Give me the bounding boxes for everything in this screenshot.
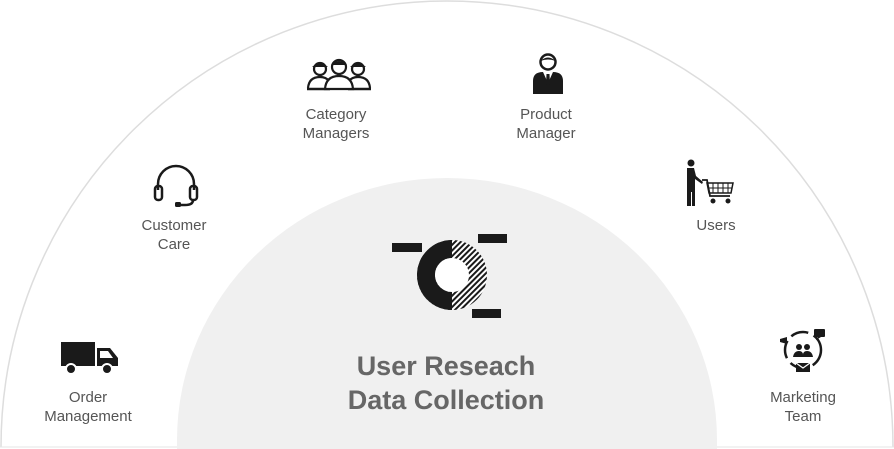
stakeholder-label-line1: Customer [141, 217, 207, 234]
stakeholder-label-line2: Management [44, 408, 132, 425]
truck-icon [61, 342, 118, 375]
center-title: User Reseach Data Collection [296, 349, 596, 417]
headset-icon [153, 164, 199, 207]
stakeholder-label-line1: Marketing [770, 389, 836, 406]
stakeholder-label-line1: Category [305, 106, 367, 123]
stakeholder-label-line1: Order [68, 389, 108, 406]
stakeholder-label-line2: Care [157, 236, 191, 253]
stakeholder-order-management: Order Management [28, 388, 148, 426]
stakeholder-customer-care: Customer Care [114, 216, 234, 254]
stakeholder-product-manager: Product Manager [486, 105, 606, 143]
stakeholder-label-line2: Team [784, 408, 822, 425]
team-network-icon [780, 329, 825, 372]
inner-semicircle [177, 178, 717, 449]
stakeholder-label-line1: Users [696, 217, 736, 234]
center-title-line1: User Reseach [356, 351, 536, 381]
data-collection-logo-icon [392, 234, 507, 318]
stakeholder-label-line2: Manager [516, 125, 576, 142]
stakeholder-category-managers: Category Managers [276, 105, 396, 143]
stakeholder-users: Users [656, 216, 776, 235]
stakeholder-marketing-team: Marketing Team [743, 388, 863, 426]
stakeholder-label-line1: Product [520, 106, 572, 123]
manager-icon [533, 53, 563, 94]
stakeholder-label-line2: Managers [302, 125, 370, 142]
shopping-cart-user-icon [687, 159, 734, 206]
center-title-line2: Data Collection [347, 385, 545, 415]
group-icon [306, 58, 372, 91]
